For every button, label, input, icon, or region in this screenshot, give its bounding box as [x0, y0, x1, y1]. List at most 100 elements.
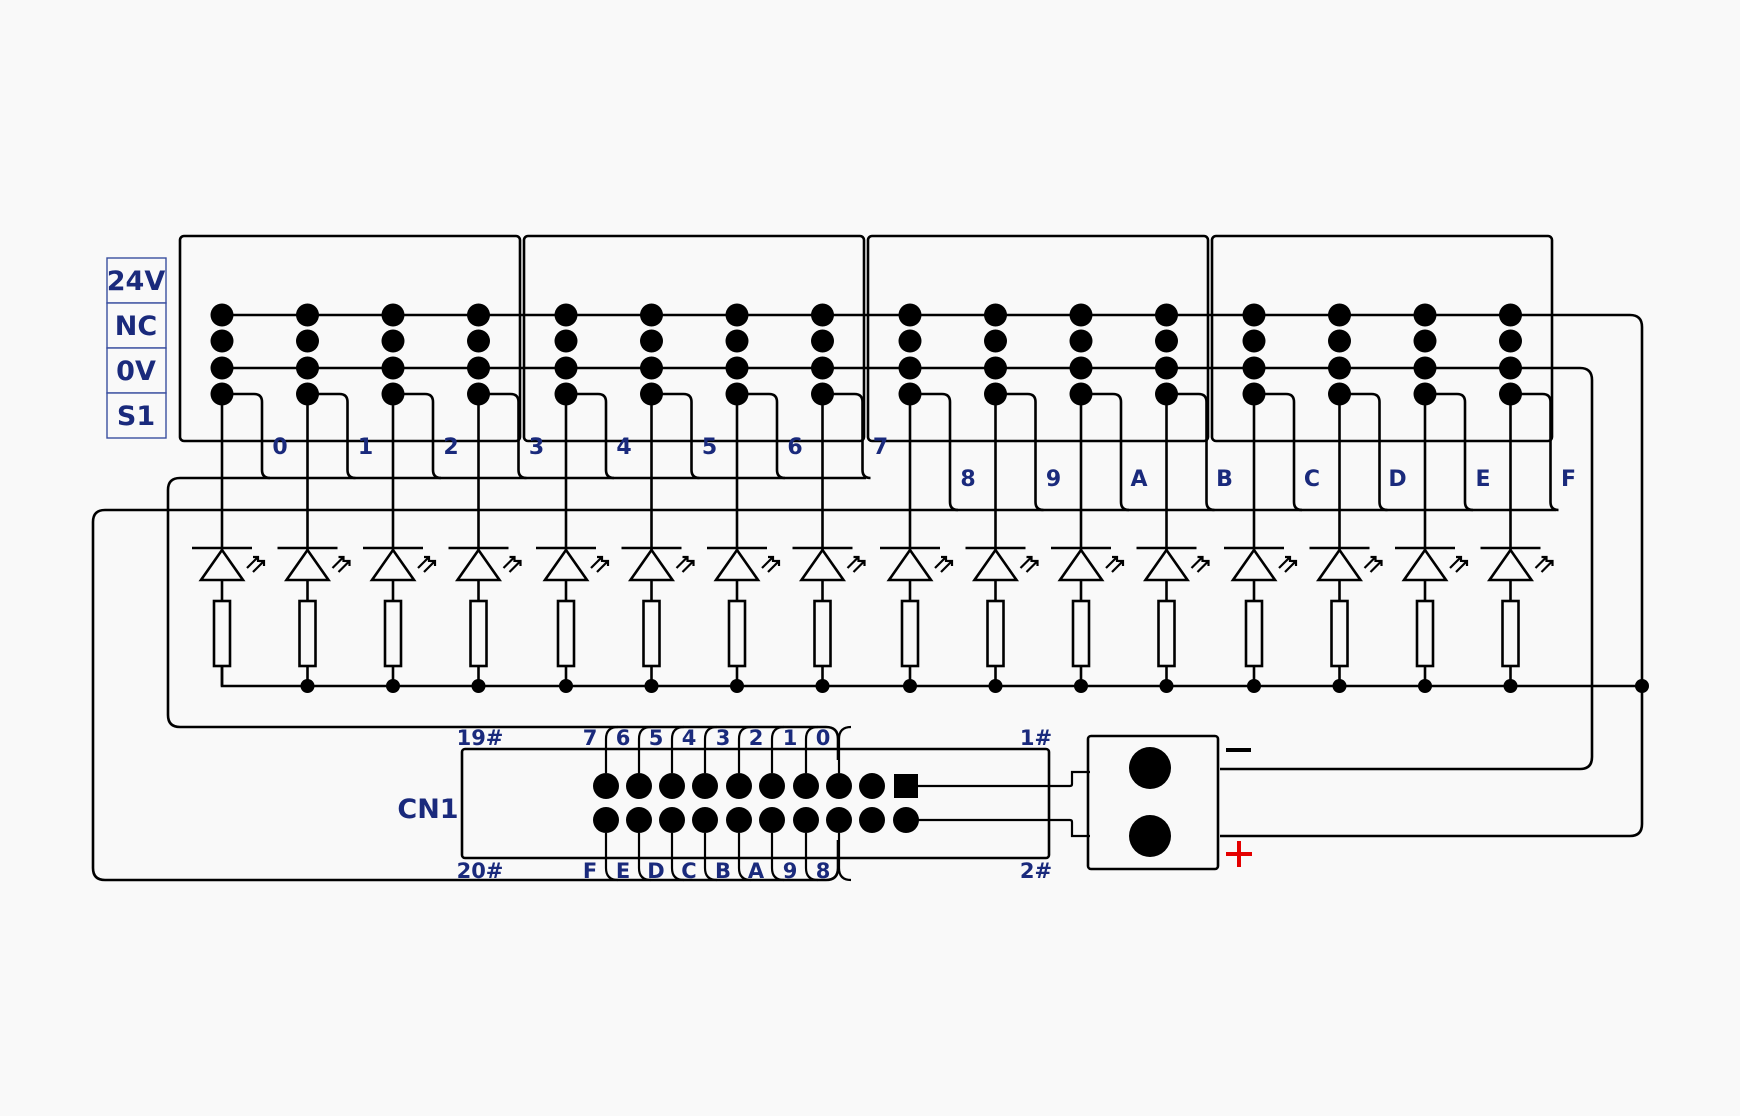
- signal-wire: [1166, 392, 1215, 512]
- light-arrow-icon: [1111, 559, 1125, 573]
- power-terminal: [1086, 734, 1252, 871]
- channel-label: 0: [272, 435, 287, 460]
- junction-dot: [300, 679, 315, 693]
- signal-wire: [737, 392, 786, 480]
- terminal-dot: [1328, 356, 1351, 380]
- junction-dot: [903, 679, 917, 693]
- connector-pin: [692, 807, 718, 833]
- terminal-dot: [554, 303, 578, 327]
- terminal-dot: [296, 329, 319, 353]
- resistor: [1071, 599, 1091, 668]
- signal-wire: [222, 392, 271, 480]
- legend-cell: [106, 302, 167, 349]
- channel-label: 8: [960, 467, 975, 492]
- light-arrow-icon: [846, 555, 860, 569]
- terminal-dot: [210, 303, 234, 327]
- connector-top-label: 7: [583, 726, 598, 750]
- terminal-dot: [725, 329, 749, 353]
- terminal-dot: [554, 329, 578, 353]
- light-arrow-icon: [1196, 559, 1210, 573]
- connector-body: [460, 747, 1051, 860]
- connector-top-wire: [737, 725, 752, 773]
- junction-dot: [815, 679, 830, 693]
- light-arrow-icon: [246, 555, 260, 569]
- terminal-dot: [1155, 356, 1178, 380]
- light-arrow-icon: [761, 555, 775, 569]
- resistor: [1415, 599, 1435, 668]
- terminal-dot: [1242, 303, 1266, 327]
- resistor: [986, 599, 1005, 668]
- led-icon: [1143, 547, 1190, 582]
- connector-bottom-label: D: [647, 859, 664, 883]
- terminal-dot: [1499, 329, 1522, 353]
- connector-pin19-label: 19#: [457, 726, 504, 750]
- led-icon: [198, 547, 246, 582]
- terminal-dot: [640, 303, 663, 327]
- legend-nc-label: NC: [115, 311, 157, 342]
- bus-24v-wire: [222, 313, 1644, 838]
- connector-pin: [759, 773, 785, 799]
- light-arrow-icon: [675, 555, 689, 569]
- signal-wire: [1081, 392, 1130, 512]
- connector-pin1-label: 1#: [1020, 726, 1052, 750]
- connector-pin: [726, 807, 752, 833]
- junction-dot: [988, 679, 1003, 693]
- signal-wire: [393, 392, 442, 480]
- light-arrow-icon: [590, 555, 604, 569]
- light-arrow-icon: [1284, 559, 1298, 573]
- light-arrow-icon: [681, 559, 695, 573]
- led-icon: [542, 547, 590, 582]
- led-icon: [886, 547, 934, 582]
- junction-dot: [730, 679, 744, 693]
- resistor: [383, 599, 403, 668]
- connector-minus-lead: [906, 770, 1090, 788]
- power-minus-terminal: [1129, 747, 1171, 789]
- power-plus-terminal: [1129, 815, 1171, 857]
- terminal-dot: [984, 329, 1007, 353]
- led-icon: [1316, 547, 1363, 582]
- terminal-dot: [1069, 303, 1093, 327]
- light-arrow-icon: [1025, 559, 1039, 573]
- terminal-dot: [296, 356, 319, 380]
- channel-label: E: [1475, 467, 1490, 492]
- signal-wire: [566, 392, 615, 480]
- connector-top-wire: [637, 725, 652, 773]
- legend-0v-label: 0V: [116, 356, 156, 387]
- terminal-dot: [210, 356, 234, 380]
- connector-bottom-label: A: [748, 859, 765, 883]
- connector-bottom-label: E: [616, 859, 630, 883]
- connector-top-label: 0: [816, 726, 831, 750]
- connector-pin: [659, 807, 685, 833]
- sensor-group-boxes: [178, 234, 1554, 443]
- signal-bus-high-wire: [91, 508, 1556, 882]
- connector-bottom-label: 8: [816, 859, 831, 883]
- connector-name-label: CN1: [397, 794, 458, 825]
- light-arrow-icon: [337, 559, 351, 573]
- connector-top-wire: [770, 725, 785, 773]
- signal-wire: [1425, 392, 1474, 512]
- connector-pin2-label: 2#: [1020, 859, 1052, 883]
- terminal-dot: [467, 303, 490, 327]
- power-terminal-body: [1086, 734, 1220, 871]
- terminal-dot: [1413, 329, 1437, 353]
- channel-label: 4: [616, 435, 631, 460]
- channel-label: A: [1130, 467, 1147, 492]
- light-arrow-icon: [1105, 555, 1119, 569]
- legend-s1-label: S1: [117, 401, 155, 432]
- connector-pin: [692, 773, 718, 799]
- resistor: [813, 599, 832, 668]
- led-icon: [1487, 547, 1534, 582]
- junction-dot: [1159, 679, 1174, 693]
- channel-strip: [192, 303, 1559, 693]
- connector-bottom-wire: [604, 833, 619, 882]
- led-icon: [1230, 547, 1278, 582]
- led-icon: [972, 547, 1019, 582]
- resistor: [469, 599, 488, 668]
- light-arrow-icon: [252, 559, 266, 573]
- connector-pin: [826, 807, 852, 833]
- connector-bottom-label: C: [681, 859, 696, 883]
- terminal-dot: [381, 356, 405, 380]
- terminal-dot: [640, 356, 663, 380]
